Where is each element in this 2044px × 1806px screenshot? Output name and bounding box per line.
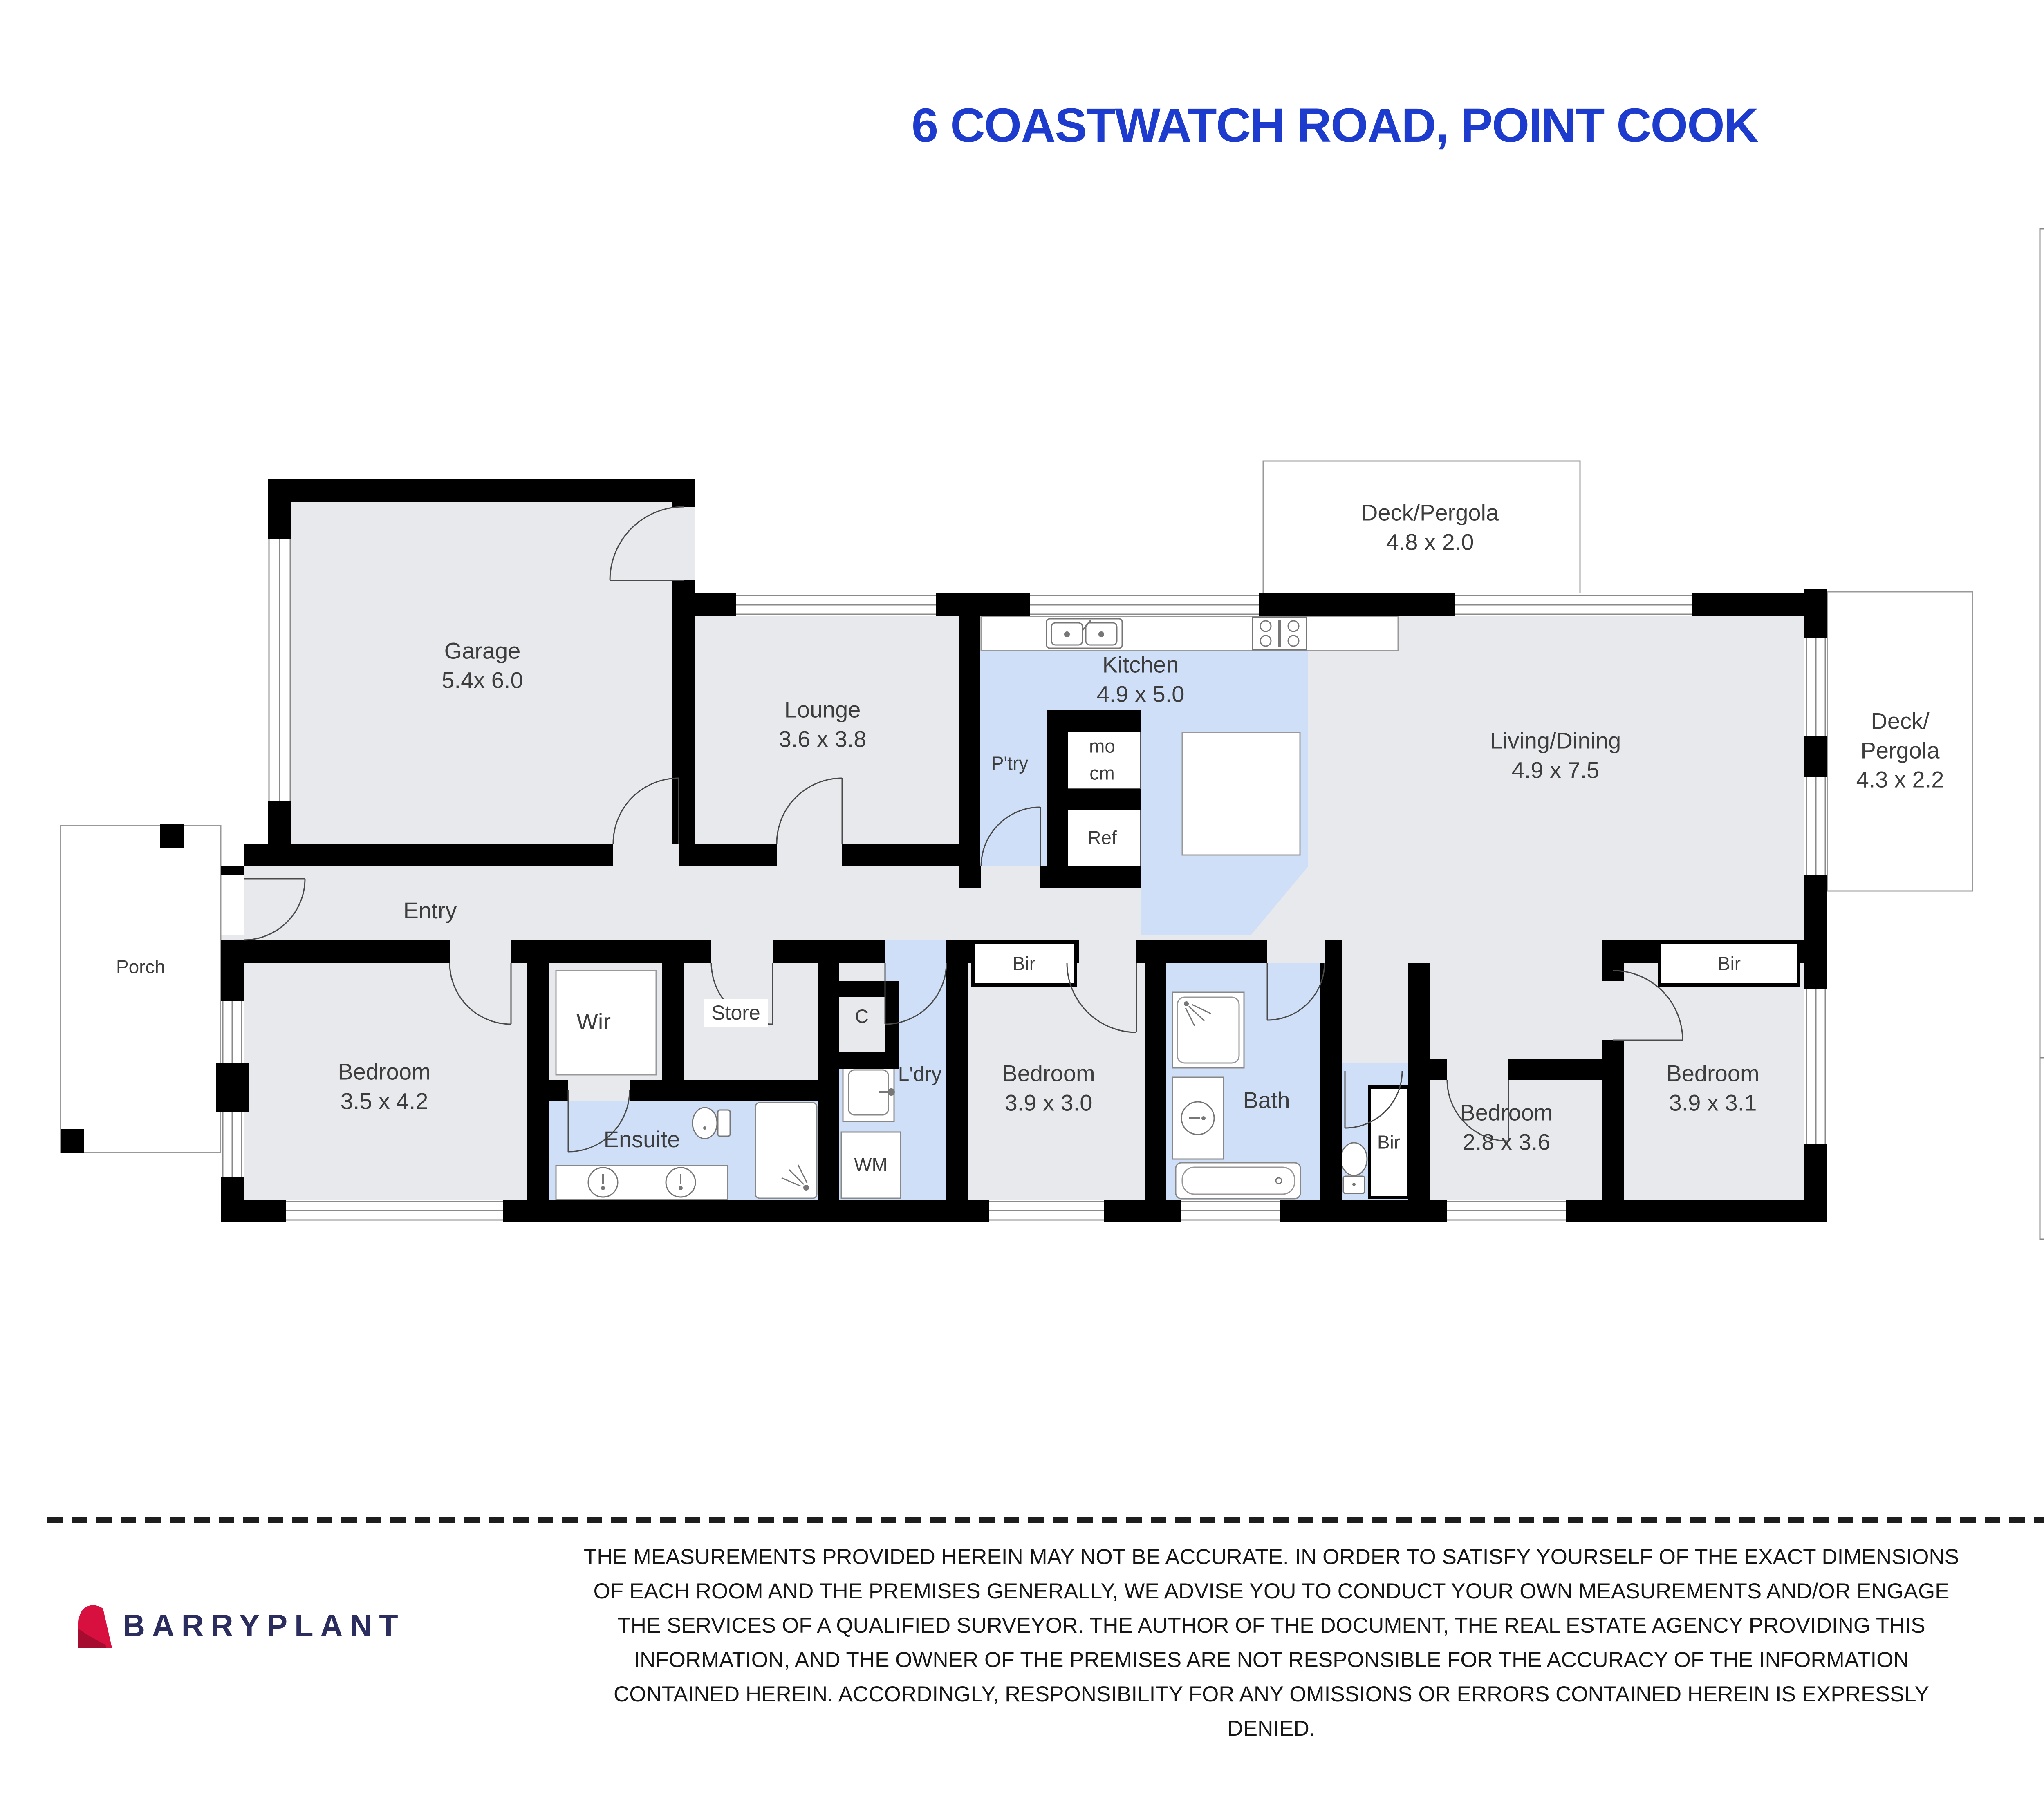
door-swings (243, 506, 1683, 1153)
door (1266, 962, 1325, 1021)
window (1181, 1200, 1280, 1222)
shower-icon (755, 1102, 818, 1199)
door (1344, 1070, 1403, 1129)
deck-pergola-top-outline (1262, 460, 1581, 596)
bir-box (1368, 1085, 1410, 1199)
bath-fixtures (1172, 991, 1368, 1200)
ensuite-fixtures (555, 1102, 818, 1200)
window (1455, 593, 1692, 616)
deck-pergola-right-outline (1827, 591, 1973, 892)
room-label-porch: Porch (116, 956, 166, 978)
room-label-store: Store (704, 999, 768, 1027)
wc-toilet-icon (1340, 1142, 1368, 1194)
door (884, 962, 947, 1025)
washing-machine-box (840, 1131, 901, 1199)
barryplant-logo-text: BARRYPLANT (123, 1608, 405, 1643)
island-bench (1181, 732, 1301, 856)
room-label-bath: Bath (1243, 1087, 1290, 1113)
microwave-box (1067, 731, 1141, 789)
label-fridge: Ref (1087, 827, 1117, 848)
door (609, 506, 684, 581)
window (1030, 593, 1259, 616)
disclaimer-text: THE MEASUREMENTS PROVIDED HEREIN MAY NOT… (583, 1545, 1959, 1741)
window (989, 1200, 1104, 1222)
label-bir-2: Bir (1377, 1131, 1401, 1153)
barryplant-logo-icon (78, 1605, 112, 1648)
label-washing-machine: WM (854, 1154, 888, 1175)
door (449, 962, 512, 1025)
label-cupboard: cm (1089, 762, 1115, 784)
kitchen-fixtures (980, 615, 1399, 867)
room-label-closet: C (855, 1005, 869, 1027)
door (1446, 1079, 1509, 1142)
label-bir-3: Bir (1717, 953, 1741, 974)
window (221, 1001, 244, 1063)
porch-post (61, 1129, 84, 1153)
built-in-robes (971, 941, 1800, 1199)
site-boundary (2039, 228, 2044, 1240)
cooktop-icon (1252, 616, 1307, 651)
room-label-wir: Wir (576, 1009, 611, 1035)
sink-icon (1046, 618, 1123, 649)
door (612, 777, 679, 844)
window (286, 1200, 503, 1222)
room-label-laundry: L'dry (898, 1063, 942, 1085)
door (243, 878, 306, 941)
door (1613, 970, 1683, 1041)
laundry-trough-icon (842, 1063, 895, 1122)
bath-shower-icon (1172, 991, 1245, 1069)
page-title: 6 COASTWATCH ROAD, POINT COOK (911, 98, 1759, 152)
window (1804, 989, 1827, 1144)
site-plan (2039, 228, 2044, 1240)
bath-vanity-icon (1172, 1076, 1224, 1160)
window (221, 1112, 244, 1177)
bir-box (971, 941, 1077, 987)
window (266, 539, 291, 801)
vanity-double-icon (555, 1165, 728, 1200)
outdoor-areas (60, 460, 1973, 1153)
toilet-icon (692, 1107, 731, 1139)
window (1804, 777, 1827, 875)
label-bir-1: Bir (1012, 953, 1036, 974)
window (1804, 638, 1827, 736)
door (980, 806, 1041, 867)
site-gates (2040, 1057, 2044, 1059)
porch-outline (60, 825, 222, 1153)
bathtub-icon (1175, 1162, 1301, 1200)
door (776, 777, 843, 844)
kitchen-bench (980, 615, 1399, 651)
room-label-ensuite: Ensuite (603, 1126, 680, 1153)
windows (221, 539, 1827, 1222)
window (1447, 1200, 1566, 1222)
bir-box (1658, 941, 1800, 987)
wir-closet (555, 970, 657, 1076)
door (1066, 962, 1137, 1033)
porch-post (160, 824, 184, 848)
door (567, 1090, 630, 1153)
dashed-separator (47, 1517, 2044, 1523)
room-label-entry: Entry (403, 897, 457, 924)
window (736, 593, 936, 616)
room-label-pantry: P'try (991, 752, 1029, 774)
label-microwave: mo (1089, 735, 1115, 757)
laundry-fixtures (840, 1063, 901, 1199)
